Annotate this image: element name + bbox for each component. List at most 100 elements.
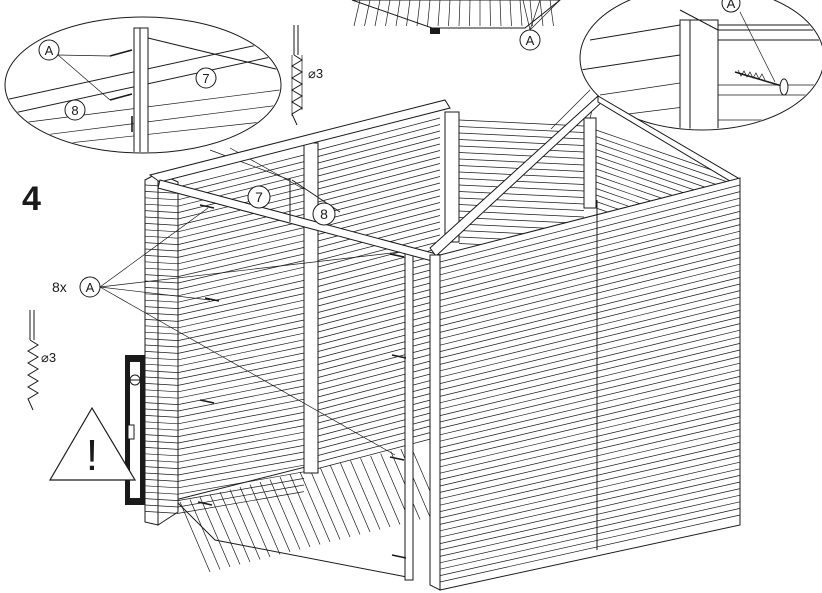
plank-line xyxy=(439,290,741,365)
plank-line xyxy=(374,0,381,27)
plank-line xyxy=(317,390,441,424)
plank-line xyxy=(439,402,741,474)
plank-line xyxy=(144,306,179,309)
plank-line xyxy=(317,124,441,157)
plank-line xyxy=(458,178,585,185)
plank-line xyxy=(439,217,741,295)
top-floor-panel xyxy=(351,0,561,34)
plank-line xyxy=(549,0,554,27)
plank-line xyxy=(439,356,741,429)
part-8-label: 8 xyxy=(320,206,328,222)
plank-line xyxy=(519,0,523,27)
shed-structure xyxy=(144,95,741,591)
plank-line xyxy=(177,445,305,469)
plank-line xyxy=(439,461,741,532)
plank-line xyxy=(177,365,305,393)
screw-quantity-label: 8x A xyxy=(52,207,401,456)
plank-line xyxy=(458,184,585,192)
plank-line xyxy=(144,351,179,354)
plank-line xyxy=(439,382,741,455)
plank-line xyxy=(317,182,441,216)
plank-line xyxy=(317,163,441,196)
plank-line xyxy=(177,253,305,284)
callout-screw-label-right: A xyxy=(727,0,736,11)
plank-line xyxy=(177,273,305,303)
plank-line xyxy=(458,217,585,224)
plank-line xyxy=(317,156,441,190)
plank-line xyxy=(144,299,179,303)
plank-line xyxy=(317,130,441,164)
plank-line xyxy=(317,273,441,307)
plank-line xyxy=(595,142,736,192)
plank-line xyxy=(144,344,179,348)
plank-line xyxy=(144,216,179,220)
plank-line xyxy=(439,349,741,423)
plank-line xyxy=(144,357,179,361)
plank-line xyxy=(439,415,741,487)
plank-line xyxy=(177,405,305,431)
plank-line xyxy=(369,454,401,525)
plank-line xyxy=(439,442,741,512)
plank-line xyxy=(439,455,741,525)
plank-line xyxy=(439,296,741,372)
plank-line xyxy=(177,398,305,425)
plank-line xyxy=(395,0,401,27)
plank-line xyxy=(317,384,441,417)
plank-line xyxy=(219,491,251,563)
plank-line xyxy=(439,283,741,359)
plank-line xyxy=(177,286,305,316)
screw-icon xyxy=(734,69,789,96)
plank-line xyxy=(439,409,741,480)
plank-line xyxy=(144,338,179,341)
plank-line xyxy=(177,247,305,277)
plank-line xyxy=(439,257,741,333)
plank-line xyxy=(177,478,305,501)
plank-line xyxy=(204,297,220,302)
plank-line xyxy=(299,471,331,543)
plank-line xyxy=(439,277,741,352)
plank-line xyxy=(144,485,179,489)
plank-line xyxy=(439,369,741,442)
plank-line xyxy=(439,343,741,416)
plank-line xyxy=(499,0,502,27)
plank-line xyxy=(439,448,741,519)
plank-line xyxy=(439,395,741,468)
plank-line xyxy=(391,354,407,359)
plank-line xyxy=(439,204,741,282)
callout-part-7-label: 7 xyxy=(202,71,209,86)
plank-line xyxy=(406,0,411,27)
plank-line xyxy=(317,150,441,183)
plank-line xyxy=(317,254,441,287)
plank-line xyxy=(177,379,305,405)
plank-line xyxy=(439,422,741,493)
plank-line xyxy=(509,0,512,27)
plank-line xyxy=(439,197,741,276)
plank-line xyxy=(144,287,179,290)
plank-line xyxy=(177,240,305,271)
plank-line xyxy=(144,370,179,373)
plank-line xyxy=(317,423,441,456)
plank-line xyxy=(144,459,179,463)
plank-line xyxy=(437,0,441,27)
plank-line xyxy=(177,161,305,194)
plank-line xyxy=(177,359,305,386)
plank-line xyxy=(317,410,441,443)
plank-line xyxy=(144,267,179,271)
plank-line xyxy=(317,169,441,203)
svg-text:A: A xyxy=(526,33,535,48)
plank-line xyxy=(177,464,305,489)
plank-line xyxy=(144,312,179,316)
plank-line xyxy=(144,434,179,437)
plank-line xyxy=(177,260,305,290)
callout-screw-label-left: A xyxy=(45,43,54,58)
plank-line xyxy=(439,211,741,288)
plank-line xyxy=(177,412,305,437)
plank-line xyxy=(144,197,179,201)
plank-line xyxy=(389,253,405,258)
plank-line xyxy=(317,234,441,268)
plank-line xyxy=(439,237,741,314)
svg-text:A: A xyxy=(86,280,95,295)
plank-line xyxy=(177,207,305,239)
plank-line xyxy=(177,458,305,482)
